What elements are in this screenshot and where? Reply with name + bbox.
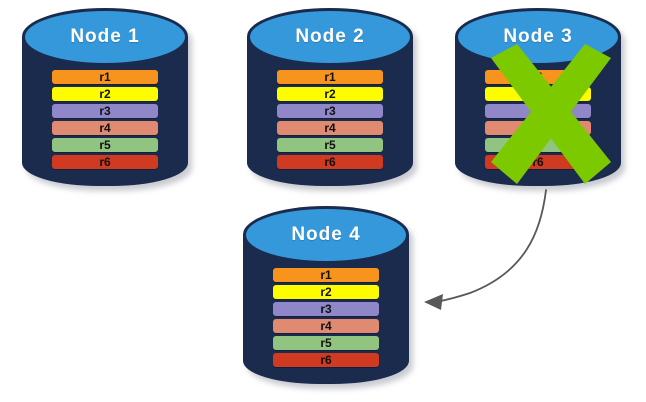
row-label: r4 (320, 319, 332, 333)
row-r5[interactable]: r5 (272, 336, 380, 350)
row-label: r6 (320, 353, 332, 367)
cylinder-top-disc: Node 1 (25, 11, 185, 63)
row-r5[interactable]: r5 (276, 138, 384, 152)
cylinder-top-disc: Node 4 (246, 209, 406, 261)
row-label: r2 (324, 87, 336, 101)
row-label: r3 (320, 302, 332, 316)
row-label: r2 (532, 87, 544, 101)
row-label: r4 (99, 121, 111, 135)
row-label: r4 (532, 121, 544, 135)
node-4-rows: r1 r2 r3 r4 r5 r6 (272, 268, 380, 370)
row-label: r3 (99, 104, 111, 118)
row-r1[interactable]: r1 (276, 70, 384, 84)
cylinder-top-disc: Node 2 (250, 11, 410, 63)
row-r1[interactable]: r1 (484, 70, 592, 84)
row-r1[interactable]: r1 (272, 268, 380, 282)
row-r4[interactable]: r4 (51, 121, 159, 135)
row-r6[interactable]: r6 (484, 155, 592, 169)
row-r6[interactable]: r6 (276, 155, 384, 169)
node-4-cylinder[interactable]: Node 4 r1 r2 r3 r4 r5 r6 (243, 206, 413, 389)
node-4-label: Node 4 (291, 224, 361, 245)
row-r2[interactable]: r2 (51, 87, 159, 101)
row-label: r3 (324, 104, 336, 118)
row-r1[interactable]: r1 (51, 70, 159, 84)
row-r6[interactable]: r6 (272, 353, 380, 367)
node-3-cylinder[interactable]: Node 3 r1 r2 r3 r4 r5 r6 (455, 8, 625, 191)
row-r3[interactable]: r3 (272, 302, 380, 316)
row-r3[interactable]: r3 (484, 104, 592, 118)
row-r3[interactable]: r3 (276, 104, 384, 118)
node-3-rows: r1 r2 r3 r4 r5 r6 (484, 70, 592, 172)
row-label: r5 (99, 138, 111, 152)
row-label: r1 (320, 268, 332, 282)
row-r4[interactable]: r4 (272, 319, 380, 333)
row-r5[interactable]: r5 (51, 138, 159, 152)
node-2-label: Node 2 (295, 26, 365, 47)
row-r2[interactable]: r2 (272, 285, 380, 299)
row-label: r1 (324, 70, 336, 84)
cylinder-top-disc: Node 3 (458, 11, 618, 63)
row-r5[interactable]: r5 (484, 138, 592, 152)
row-label: r2 (99, 87, 111, 101)
row-label: r1 (99, 70, 111, 84)
row-r4[interactable]: r4 (484, 121, 592, 135)
node-1-label: Node 1 (70, 26, 140, 47)
node-1-rows: r1 r2 r3 r4 r5 r6 (51, 70, 159, 172)
row-label: r6 (532, 155, 544, 169)
node-3-label: Node 3 (503, 26, 573, 47)
row-label: r2 (320, 285, 332, 299)
row-r6[interactable]: r6 (51, 155, 159, 169)
row-label: r4 (324, 121, 336, 135)
row-r2[interactable]: r2 (276, 87, 384, 101)
row-label: r5 (532, 138, 544, 152)
row-label: r1 (532, 70, 544, 84)
node-2-cylinder[interactable]: Node 2 r1 r2 r3 r4 r5 r6 (247, 8, 417, 191)
row-label: r6 (324, 155, 336, 169)
row-label: r3 (532, 104, 544, 118)
node-2-rows: r1 r2 r3 r4 r5 r6 (276, 70, 384, 172)
row-r2[interactable]: r2 (484, 87, 592, 101)
row-label: r6 (99, 155, 111, 169)
row-label: r5 (320, 336, 332, 350)
row-label: r5 (324, 138, 336, 152)
row-r4[interactable]: r4 (276, 121, 384, 135)
node-1-cylinder[interactable]: Node 1 r1 r2 r3 r4 r5 r6 (22, 8, 192, 191)
row-r3[interactable]: r3 (51, 104, 159, 118)
